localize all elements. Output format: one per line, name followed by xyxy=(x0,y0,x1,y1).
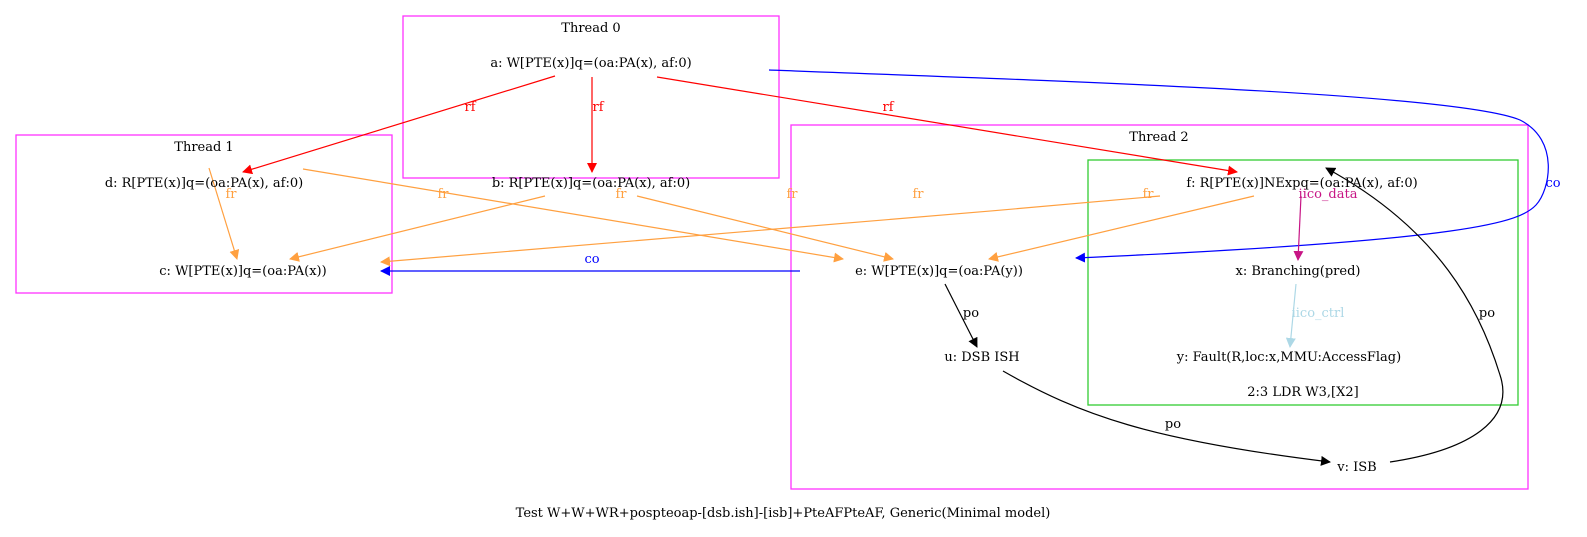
edge-po-u-v xyxy=(1002,370,1331,466)
node-x: x: Branching(pred) xyxy=(1236,264,1361,279)
node-b: b: R[PTE(x)]q=(oa:PA(x), af:0) xyxy=(492,176,690,191)
cluster-thread2-title: Thread 2 xyxy=(1129,130,1188,145)
edge-label-iico-ctrl: iico_ctrl xyxy=(1292,306,1345,321)
edge-label-rf-a-b: rf xyxy=(592,100,604,115)
node-v: v: ISB xyxy=(1336,460,1376,475)
edge-label-fr-d-c: fr xyxy=(225,187,237,202)
edge-fr-b-e xyxy=(636,195,894,262)
edge-label-po-u-v: po xyxy=(1165,417,1181,432)
edge-label-fr-f-c: fr xyxy=(912,187,924,202)
edge-label-iico-data: iico_data xyxy=(1299,187,1358,202)
edge-fr-f-e xyxy=(988,195,1255,262)
node-e: e: W[PTE(x)]q=(oa:PA(y)) xyxy=(855,264,1023,279)
edge-fr-f-c xyxy=(380,195,1161,267)
cluster-thread0-box xyxy=(402,15,780,179)
cluster-thread1-title: Thread 1 xyxy=(174,140,233,155)
edge-fr-d-e xyxy=(302,168,844,263)
node-d: d: R[PTE(x)]q=(oa:PA(x), af:0) xyxy=(105,176,303,191)
edge-fr-b-c xyxy=(289,195,546,262)
edge-co-a-e xyxy=(768,69,1549,263)
node-f: f: R[PTE(x)]NExpq=(oa:PA(x), af:0) xyxy=(1186,176,1417,191)
edge-label-fr-b-e: fr xyxy=(786,187,798,202)
edge-label-rf-a-f: rf xyxy=(882,100,894,115)
inner-instruction-cluster-box xyxy=(1087,159,1519,406)
edge-rf-a-f xyxy=(656,76,1238,176)
cluster-thread1-box xyxy=(15,134,393,294)
edge-label-fr-f-e: fr xyxy=(1142,187,1154,202)
node-a: a: W[PTE(x)]q=(oa:PA(x), af:0) xyxy=(490,56,691,71)
edge-po-v-f xyxy=(1325,167,1504,463)
inner-instruction-cluster-label: 2:3 LDR W3,[X2] xyxy=(1247,385,1358,400)
node-y: y: Fault(R,loc:x,MMU:AccessFlag) xyxy=(1176,350,1401,365)
edge-label-fr-b-c: fr xyxy=(437,187,449,202)
diagram-caption: Test W+W+WR+pospteoap-[dsb.ish]-[isb]+Pt… xyxy=(516,506,1051,521)
edge-label-rf-a-d: rf xyxy=(464,100,476,115)
node-c: c: W[PTE(x)]q=(oa:PA(x)) xyxy=(159,264,326,279)
edge-label-po-v-f: po xyxy=(1479,306,1495,321)
edge-label-co-a-e: co xyxy=(1545,176,1560,191)
edge-iico-data-f-x xyxy=(1293,195,1304,261)
node-u: u: DSB ISH xyxy=(944,350,1019,365)
edge-label-fr-d-e: fr xyxy=(615,187,627,202)
edge-label-co-e-c: co xyxy=(584,252,599,267)
edge-label-po-e-u: po xyxy=(963,306,979,321)
cluster-thread2-box xyxy=(790,124,1529,490)
cluster-thread0-title: Thread 0 xyxy=(561,21,620,36)
edge-rf-a-d xyxy=(242,75,556,175)
edge-iico-ctrl-x-y xyxy=(1285,283,1297,348)
edge-fr-d-c xyxy=(208,167,240,260)
edge-po-e-u xyxy=(944,283,978,348)
